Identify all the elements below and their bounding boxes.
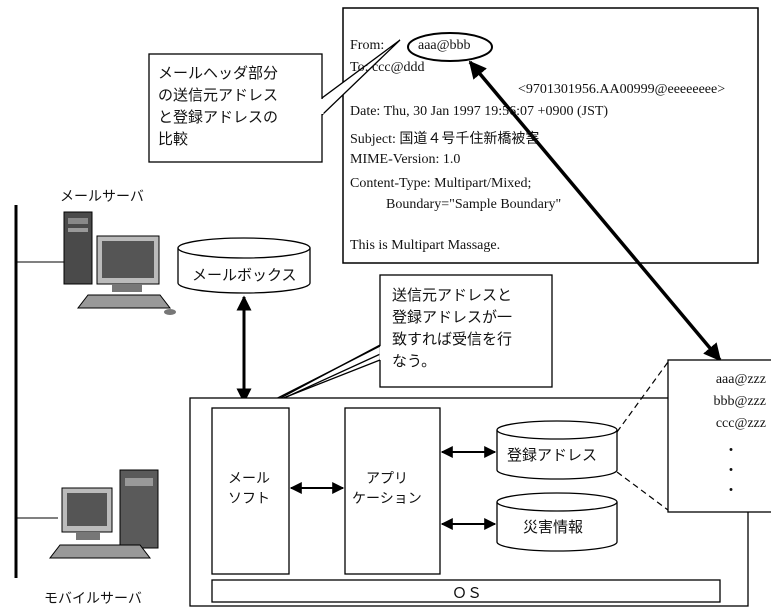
mailbox-label: メールボックス (192, 266, 297, 284)
mailbox-cylinder (177, 237, 311, 294)
application-label-1: アプリ (366, 471, 408, 487)
address-ellipsis-dot: ・ (724, 484, 738, 499)
callout-header-text: メールヘッダ部分 の送信元アドレス と登録アドレスの 比較 (158, 62, 278, 150)
mail-server-computer-icon (63, 211, 176, 315)
callout-match-line-1: 送信元アドレスと (392, 286, 513, 304)
callout-match-line-3: 致すれば受信を行 (392, 330, 513, 348)
application-label-2: ケーション (352, 491, 422, 507)
callout-match-line-2: 登録アドレスが一 (392, 308, 513, 326)
callout-match-line-4: なう。 (392, 352, 437, 370)
callout-match-text: 送信元アドレスと 登録アドレスが一 致すれば受信を行 なう。 (392, 284, 512, 372)
callout-header-line-3: と登録アドレスの (158, 108, 279, 126)
mail-server-label: メールサーバ (60, 189, 144, 205)
email-from-address: aaa@bbb (418, 38, 471, 53)
dashed-link-top (616, 361, 669, 433)
email-from-label: From: (350, 38, 385, 53)
mail-soft-label-1: メール (228, 471, 270, 487)
disaster-info-label: 災害情報 (523, 518, 584, 536)
address-list: aaa@zzz bbb@zzz ccc@zzz ・ ・ ・ (676, 372, 766, 508)
os-box (211, 579, 721, 603)
address-item: aaa@zzz (715, 372, 766, 387)
callout-header-line-4: 比較 (158, 130, 189, 148)
arrow-addresslist-header (468, 60, 722, 362)
address-list-box (667, 359, 771, 513)
callout-header-box (148, 53, 323, 163)
email-content-type: Content-Type: Multipart/Mixed; (350, 176, 532, 191)
registered-address-cylinder (496, 420, 618, 480)
from-address-highlight (407, 32, 493, 62)
callout-header-line-2: の送信元アドレス (158, 86, 279, 104)
mobile-server-computer-icon (48, 469, 159, 559)
mobile-server-label: モバイルサーバ (44, 591, 142, 607)
address-ellipsis-dot: ・ (724, 464, 738, 479)
email-date: Date: Thu, 30 Jan 1997 19:56:07 +0900 (J… (350, 104, 609, 119)
disaster-info-cylinder (496, 492, 618, 552)
callout-header-line-1: メールヘッダ部分 (158, 64, 279, 82)
email-to: To: ccc@ddd (350, 60, 425, 75)
mail-soft-label-2: ソフト (228, 491, 270, 507)
mail-soft-box (211, 407, 290, 575)
dashed-link-bottom (616, 471, 669, 511)
address-item: bbb@zzz (713, 394, 766, 409)
email-boundary: Boundary="Sample Boundary" (386, 197, 562, 212)
email-body: This is Multipart Massage. (350, 238, 501, 253)
email-message-id: <9701301956.AA00999@eeeeeeee> (518, 82, 726, 97)
registered-address-label: 登録アドレス (507, 446, 598, 464)
email-subject: Subject: 国道４号千住新橋被害 (350, 132, 540, 147)
address-ellipsis-dot: ・ (724, 444, 738, 459)
application-box (344, 407, 441, 575)
address-item: ccc@zzz (715, 416, 766, 431)
email-mime: MIME-Version: 1.0 (350, 152, 461, 167)
os-label: ＯＳ (452, 584, 483, 602)
